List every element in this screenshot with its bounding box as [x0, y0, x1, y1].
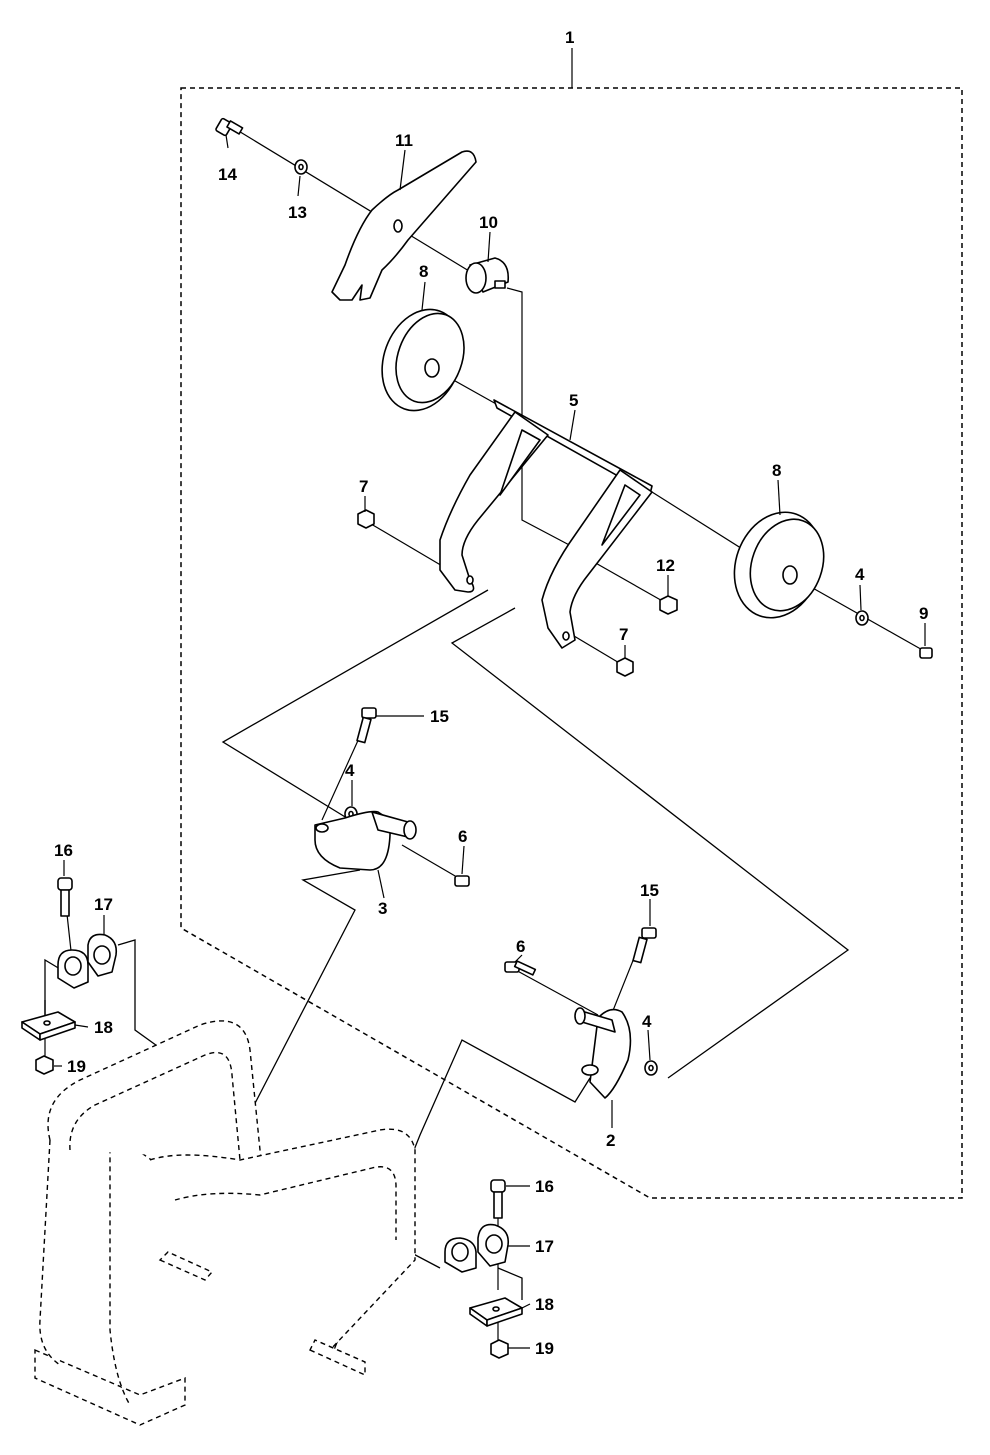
callout-17-right: 17 [535, 1237, 554, 1256]
callout-6-lower: 6 [516, 937, 525, 956]
assembly-boundary [180, 87, 963, 1199]
spacer-10-icon [465, 257, 510, 294]
callout-18-left: 18 [94, 1018, 113, 1037]
callout-17-left: 17 [94, 895, 113, 914]
callout-4-middle: 4 [345, 761, 355, 780]
callout-19-right: 19 [535, 1339, 554, 1358]
bolt-16-left-icon [57, 877, 73, 917]
bolt-15-upper-icon [356, 707, 377, 744]
callout-11: 11 [395, 131, 413, 150]
washer-4-lower-icon [644, 1060, 658, 1076]
nut-19-left-icon [35, 1055, 54, 1075]
callout-4-lower: 4 [642, 1012, 652, 1031]
callout-8-left: 8 [419, 262, 428, 281]
callout-12: 12 [656, 556, 675, 575]
callout-8-right: 8 [772, 461, 781, 480]
bolt-15-lower-icon [632, 927, 657, 964]
callout-9: 9 [919, 604, 928, 623]
nut-7-upper-icon [357, 509, 375, 529]
callout-5: 5 [569, 391, 578, 410]
callout-7-lower: 7 [619, 625, 628, 644]
callout-2: 2 [606, 1131, 615, 1150]
washer-4-upper-icon [855, 610, 869, 626]
callout-15-lower: 15 [640, 881, 659, 900]
nut-7-lower-icon [616, 657, 634, 677]
callout-4-upper: 4 [855, 565, 865, 584]
washer-13-icon [294, 159, 308, 175]
callout-15-upper: 15 [430, 707, 449, 726]
callout-1: 1 [565, 28, 574, 47]
handle-11-icon [331, 150, 477, 301]
wheel-bracket-5-icon [439, 399, 653, 649]
bolt-9-icon [919, 647, 933, 659]
nut-12-icon [659, 595, 678, 615]
nut-19-right-icon [490, 1339, 509, 1359]
plate-18-left-icon [21, 1011, 76, 1041]
callout-13: 13 [288, 203, 307, 222]
wheel-8-right-icon [733, 511, 825, 619]
callout-19-left: 19 [67, 1057, 86, 1076]
clamp-17-left-icon [57, 933, 118, 989]
bolt-6-upper-icon [454, 875, 470, 887]
callouts: 1 2 3 4 4 4 5 6 6 7 7 8 8 9 10 11 12 13 … [54, 28, 928, 1358]
bolt-14-icon [215, 117, 244, 137]
machine-frame [34, 1020, 416, 1426]
wheel-8-left-icon [381, 308, 465, 412]
holder-2-icon [574, 1007, 632, 1099]
bolt-16-right-icon [490, 1179, 506, 1219]
plate-18-right-icon [469, 1297, 523, 1327]
callout-6-upper: 6 [458, 827, 467, 846]
callout-14: 14 [218, 165, 237, 184]
callout-7-upper: 7 [359, 477, 368, 496]
callout-16-left: 16 [54, 841, 73, 860]
callout-leaders [54, 134, 926, 1349]
callout-16-right: 16 [535, 1177, 554, 1196]
callout-18-right: 18 [535, 1295, 554, 1314]
callout-3: 3 [378, 899, 387, 918]
holder-3-icon [314, 810, 417, 871]
clamp-17-right-icon [444, 1223, 510, 1273]
callout-10: 10 [479, 213, 498, 232]
bolt-6-lower-icon [504, 960, 537, 976]
